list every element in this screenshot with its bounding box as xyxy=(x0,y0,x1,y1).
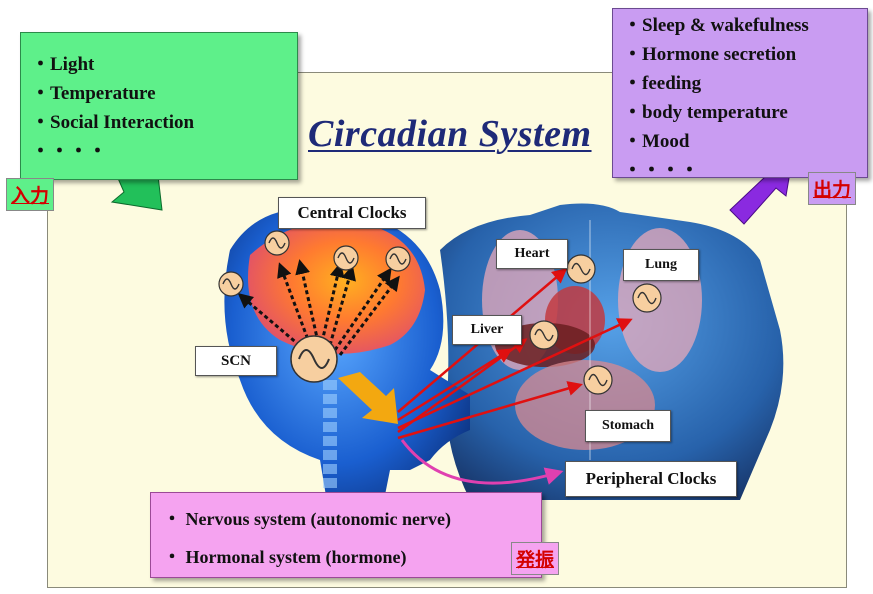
diagram-title: Circadian System xyxy=(308,112,592,156)
clock-oscillator xyxy=(219,272,243,296)
output-item-body-temperature: ・body temperature xyxy=(623,98,809,127)
clock-oscillator xyxy=(265,231,289,255)
liver-label: Liver xyxy=(452,315,522,345)
torso-figure xyxy=(440,204,783,500)
lung-label: Lung xyxy=(623,249,699,281)
input-item-more: ・・・・ xyxy=(31,137,194,166)
oscillation-item-hormonal: ・ Hormonal system (hormone) xyxy=(163,543,406,569)
stomach-clock-oscillator xyxy=(584,366,612,394)
output-item-more: ・・・・ xyxy=(623,156,809,185)
oscillation-box: ・ Nervous system (autonomic nerve) ・ Hor… xyxy=(150,492,542,578)
central-clocks-label: Central Clocks xyxy=(278,197,426,229)
liver-clock-oscillator xyxy=(530,321,558,349)
output-item-hormone: ・Hormone secretion xyxy=(623,40,809,69)
input-item-social-interaction: ・Social Interaction xyxy=(31,108,194,137)
clock-oscillator xyxy=(334,246,358,270)
input-item-temperature: ・Temperature xyxy=(31,79,194,108)
input-item-light: ・Light xyxy=(31,50,194,79)
output-item-mood: ・Mood xyxy=(623,127,809,156)
output-box: ・Sleep & wakefulness ・Hormone secretion … xyxy=(612,8,868,178)
oscillation-item-nervous: ・ Nervous system (autonomic nerve) xyxy=(163,505,451,531)
input-box: ・Light ・Temperature ・Social Interaction … xyxy=(20,32,298,180)
peripheral-clocks-label: Peripheral Clocks xyxy=(565,461,737,497)
output-item-feeding: ・feeding xyxy=(623,69,809,98)
lung-clock-oscillator xyxy=(633,284,661,312)
heart-label: Heart xyxy=(496,239,568,269)
scn-label: SCN xyxy=(195,346,277,376)
oscillation-tag: 発振 xyxy=(511,542,559,575)
output-item-sleep: ・Sleep & wakefulness xyxy=(623,11,809,40)
clock-oscillator xyxy=(386,247,410,271)
input-tag: 入力 xyxy=(6,178,54,211)
heart-clock-oscillator xyxy=(567,255,595,283)
scn-clock-oscillator xyxy=(291,336,337,382)
stomach-label: Stomach xyxy=(585,410,671,442)
output-tag: 出力 xyxy=(808,172,856,205)
